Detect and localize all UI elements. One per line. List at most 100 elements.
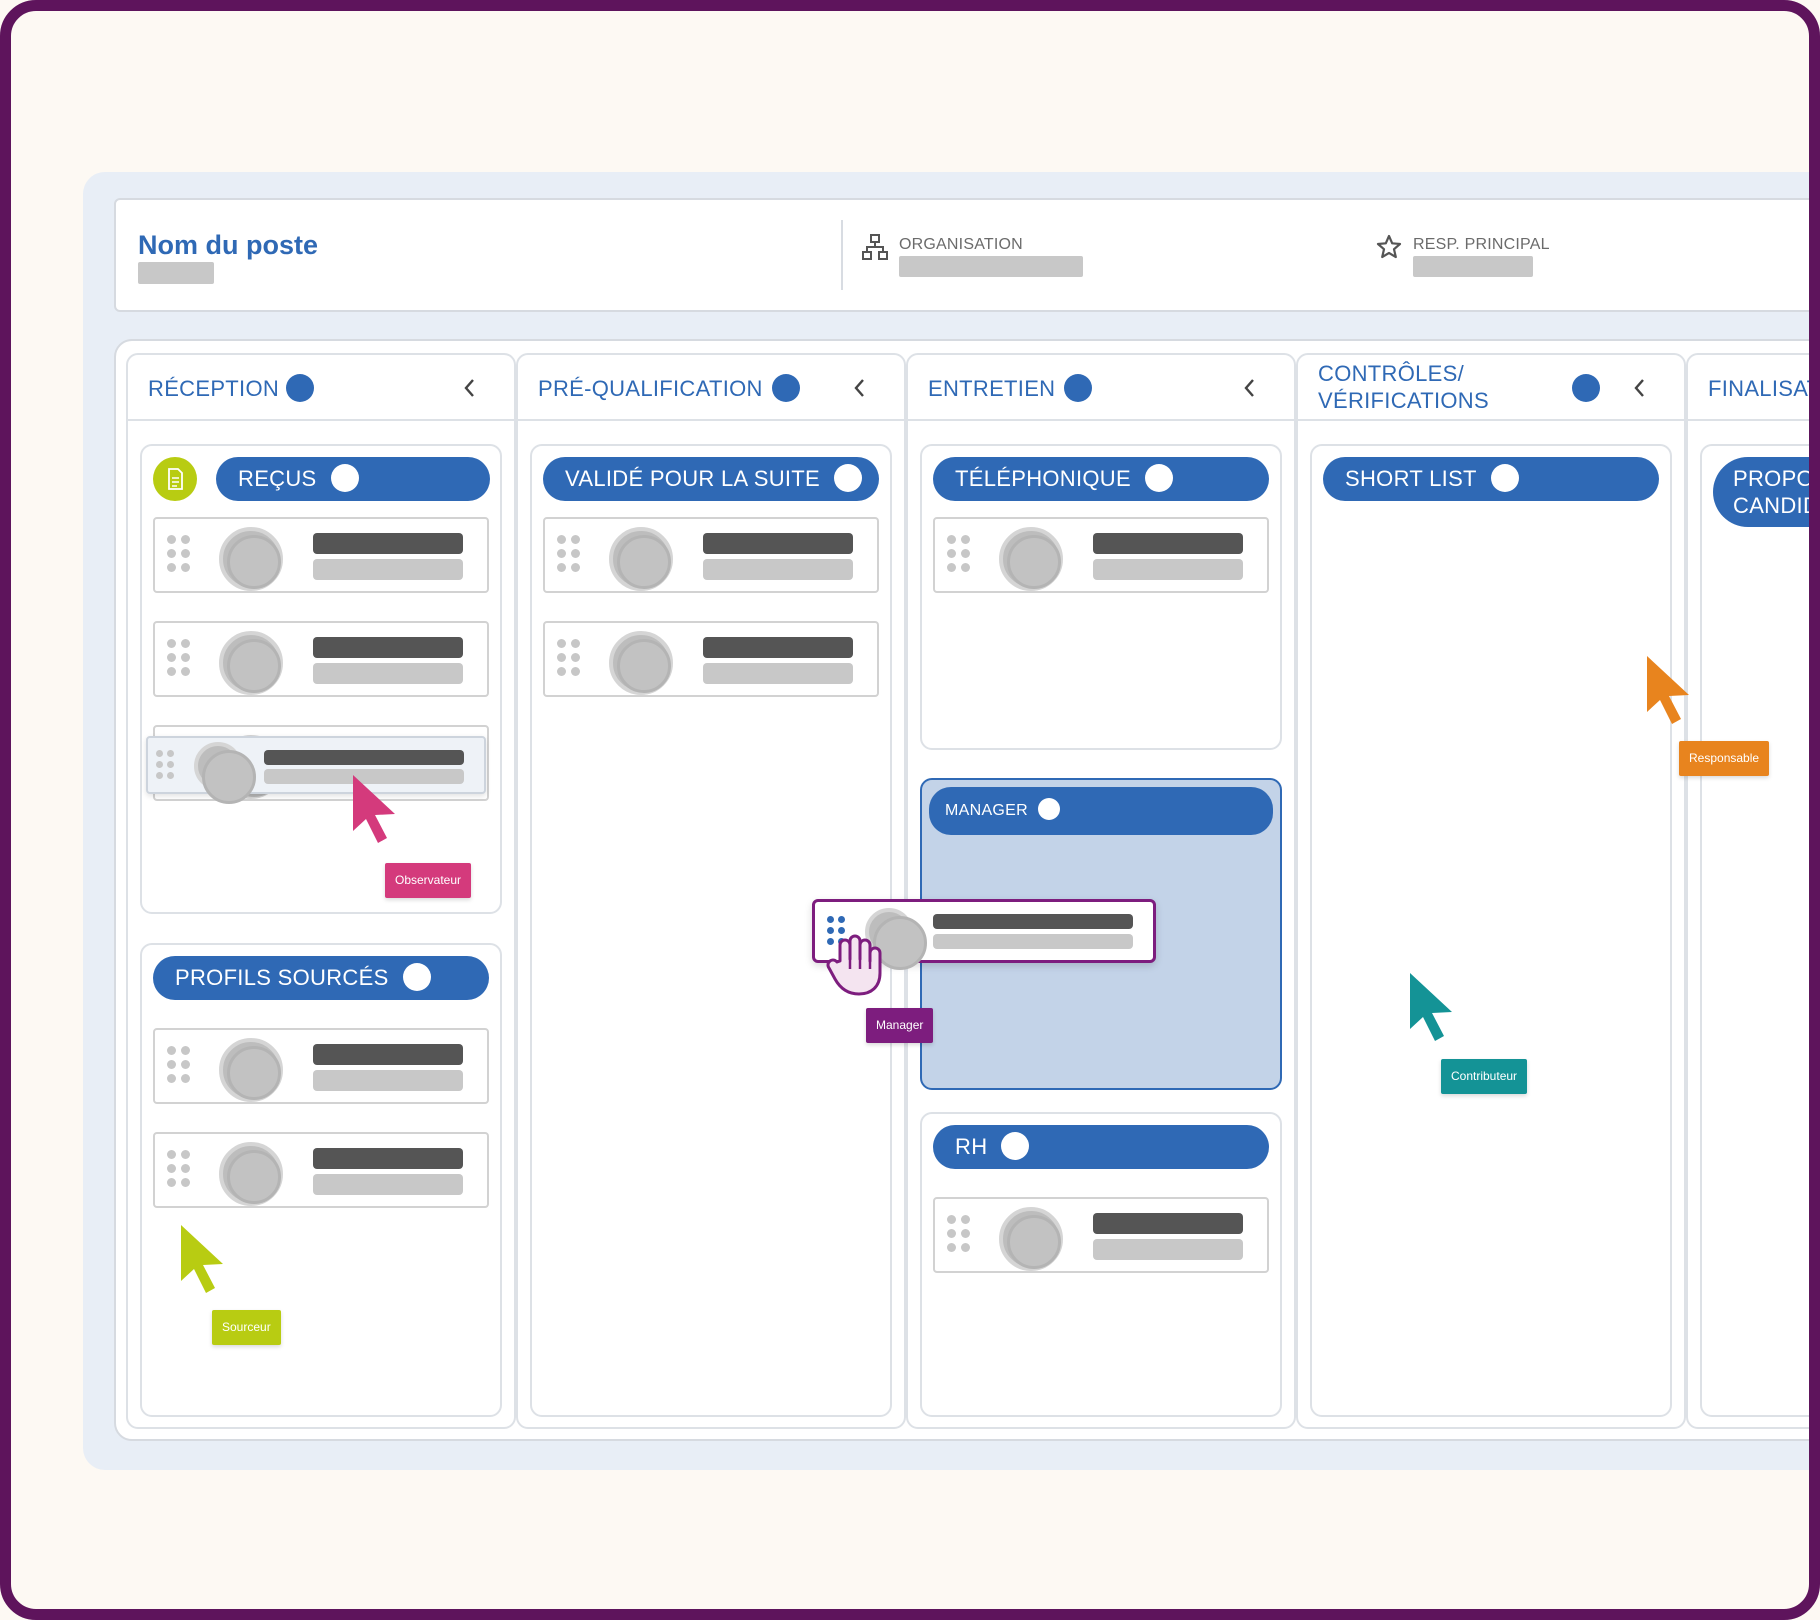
drag-grip-icon[interactable] <box>947 1215 975 1257</box>
dragged-card-manager[interactable] <box>812 899 1156 970</box>
group-pill-telephonique[interactable]: TÉLÉPHONIQUE <box>933 457 1269 501</box>
job-header: Nom du poste ORGANISATION RESP. PRINCIPA… <box>114 198 1809 312</box>
candidate-name-placeholder <box>933 914 1133 929</box>
candidate-card[interactable] <box>153 1028 489 1104</box>
group-count-badge <box>1144 464 1173 493</box>
group-pill-valide[interactable]: VALIDÉ POUR LA SUITE <box>543 457 879 501</box>
candidate-detail-placeholder <box>1093 1239 1243 1260</box>
candidate-detail-placeholder <box>1093 559 1243 580</box>
avatar <box>219 1142 283 1206</box>
drag-grip-icon[interactable] <box>947 535 975 577</box>
column-finalisation: FINALISATI PROPOS CANDID <box>1686 353 1820 1429</box>
column-header: FINALISATI <box>1688 355 1820 421</box>
group-pill-manager[interactable]: MANAGER <box>929 787 1273 835</box>
group-count-badge <box>1490 464 1519 493</box>
candidate-detail-placeholder <box>703 559 853 580</box>
document-icon[interactable] <box>152 456 198 502</box>
candidate-card[interactable] <box>543 517 879 593</box>
cursor-arrow-icon <box>1647 656 1689 724</box>
drag-grip-icon[interactable] <box>167 1046 195 1088</box>
cursor-arrow-icon <box>353 775 395 843</box>
drag-grip-icon[interactable] <box>167 639 195 681</box>
group-label: PROFILS SOURCÉS <box>175 965 389 990</box>
group-pill-profils-sources[interactable]: PROFILS SOURCÉS <box>153 956 489 1000</box>
avatar <box>609 631 673 695</box>
candidate-name-placeholder <box>313 533 463 554</box>
chevron-left-icon[interactable] <box>850 377 870 399</box>
drag-grip-icon[interactable] <box>167 535 195 577</box>
drag-grip-icon[interactable] <box>557 639 585 681</box>
avatar <box>865 908 927 970</box>
group-count-badge <box>402 963 431 992</box>
column-title-line2: VÉRIFICATIONS <box>1318 388 1489 413</box>
dragging-card[interactable] <box>146 736 486 804</box>
candidate-card[interactable] <box>153 621 489 697</box>
column-entretien: ENTRETIEN TÉLÉPHONIQUE MANAGER <box>906 353 1296 1429</box>
candidate-detail-placeholder <box>313 559 463 580</box>
cursor-tag-manager: Manager <box>866 1008 934 1043</box>
candidate-detail-placeholder <box>703 663 853 684</box>
org-chart-icon <box>862 234 888 260</box>
drag-grip-icon[interactable] <box>156 750 184 792</box>
grab-hand-icon <box>826 934 882 996</box>
candidate-card[interactable] <box>153 517 489 593</box>
avatar <box>219 631 283 695</box>
avatar <box>219 527 283 591</box>
column-pre-qualification: PRÉ-QUALIFICATION VALIDÉ POUR LA SUITE <box>516 353 906 1429</box>
cursor-tag-contributeur: Contributeur <box>1441 1059 1528 1094</box>
candidate-card[interactable] <box>153 1132 489 1208</box>
column-title: RÉCEPTION <box>148 376 280 401</box>
candidate-detail-placeholder <box>313 1070 463 1091</box>
candidate-card[interactable] <box>933 1197 1269 1273</box>
avatar <box>999 1207 1063 1271</box>
column-header: PRÉ-QUALIFICATION <box>518 355 904 421</box>
drag-grip-icon[interactable] <box>167 1150 195 1192</box>
avatar <box>194 742 256 804</box>
drag-grip-icon[interactable] <box>557 535 585 577</box>
group-pill-recus[interactable]: REÇUS <box>216 457 490 501</box>
column-title: FINALISATI <box>1708 376 1820 401</box>
column-title: ENTRETIEN <box>928 376 1056 401</box>
group-count-badge <box>834 464 863 493</box>
group-proposition-candidat: PROPOS CANDID <box>1700 444 1820 1417</box>
column-title: CONTRÔLES/ VÉRIFICATIONS <box>1318 360 1489 414</box>
column-title-line1: CONTRÔLES/ <box>1318 361 1465 386</box>
group-label-line2: CANDID <box>1733 493 1820 518</box>
group-label: TÉLÉPHONIQUE <box>955 466 1131 491</box>
cursor-tag-responsable: Responsable <box>1679 741 1770 776</box>
chevron-left-icon[interactable] <box>1630 377 1650 399</box>
chevron-left-icon[interactable] <box>460 377 480 399</box>
cursor-arrow-icon <box>1410 973 1452 1041</box>
group-label: REÇUS <box>238 466 317 491</box>
group-label-line1: PROPOS <box>1733 466 1820 491</box>
column-count-badge <box>772 374 800 402</box>
group-rh: RH <box>920 1112 1282 1417</box>
group-short-list: SHORT LIST <box>1310 444 1672 1417</box>
group-pill-rh[interactable]: RH <box>933 1125 1269 1169</box>
column-count-badge <box>1064 374 1092 402</box>
job-subtitle-placeholder <box>138 262 214 284</box>
group-pill-proposition[interactable]: PROPOS CANDID <box>1713 457 1820 527</box>
group-profils-sources: PROFILS SOURCÉS <box>140 943 502 1417</box>
column-count-badge <box>286 374 314 402</box>
header-divider <box>841 220 843 290</box>
group-count-badge <box>330 464 359 493</box>
candidate-name-placeholder <box>1093 533 1243 554</box>
chevron-left-icon[interactable] <box>1240 377 1260 399</box>
candidate-name-placeholder <box>703 637 853 658</box>
group-manager-drop-target[interactable]: MANAGER <box>920 778 1282 1090</box>
group-pill-short-list[interactable]: SHORT LIST <box>1323 457 1659 501</box>
resp-principal-value-placeholder[interactable] <box>1413 256 1533 277</box>
group-recus: REÇUS <box>140 444 502 914</box>
job-title[interactable]: Nom du poste <box>138 230 318 260</box>
candidate-card[interactable] <box>543 621 879 697</box>
avatar <box>609 527 673 591</box>
star-icon <box>1376 234 1402 259</box>
cursor-arrow-icon <box>181 1225 223 1293</box>
organisation-value-placeholder[interactable] <box>899 256 1083 277</box>
avatar <box>999 527 1063 591</box>
organisation-label: ORGANISATION <box>899 236 1023 253</box>
kanban-board: RÉCEPTION REÇUS <box>114 339 1820 1441</box>
candidate-card[interactable] <box>933 517 1269 593</box>
